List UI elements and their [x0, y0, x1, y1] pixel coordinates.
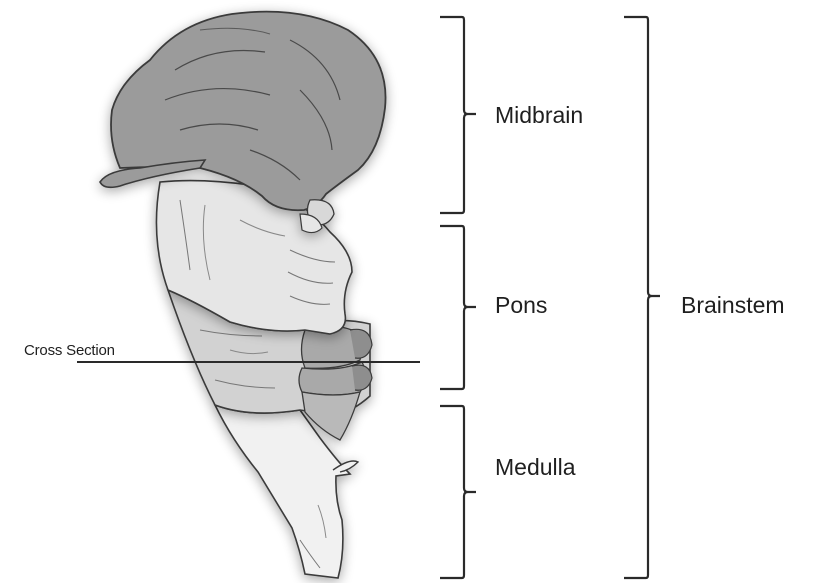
brainstem-label: Brainstem	[681, 294, 785, 317]
midbrain-label: Midbrain	[495, 104, 583, 127]
pons-bracket	[440, 226, 476, 389]
brainstem-bracket	[624, 17, 660, 578]
cross-section-label: Cross Section	[24, 343, 115, 358]
medulla-label: Medulla	[495, 456, 576, 479]
medulla-bracket	[440, 406, 476, 578]
pons-label: Pons	[495, 294, 547, 317]
midbrain-bracket	[440, 17, 476, 213]
